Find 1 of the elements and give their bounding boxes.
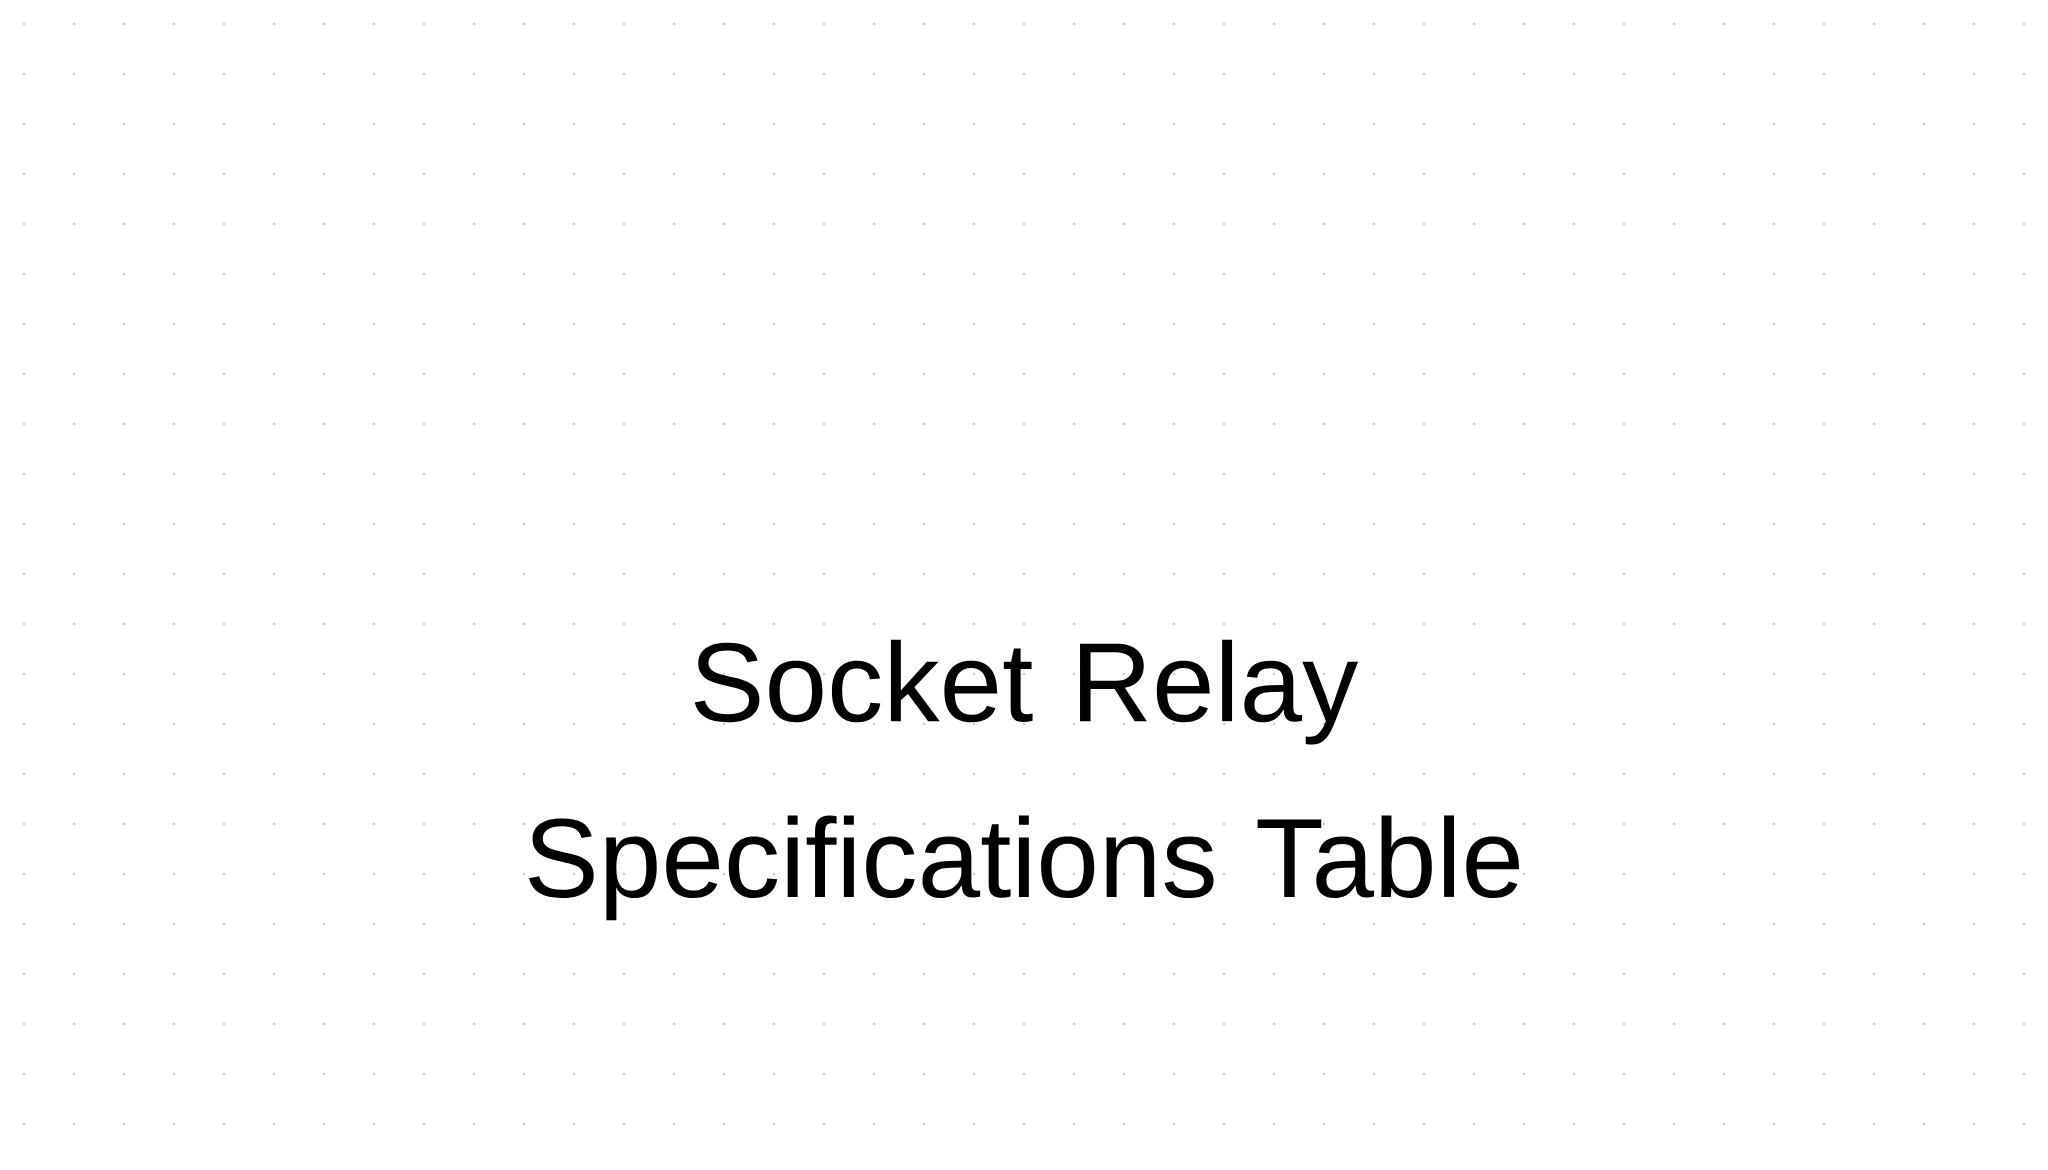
- title: Socket Relay Specifications Table: [529, 639, 1520, 921]
